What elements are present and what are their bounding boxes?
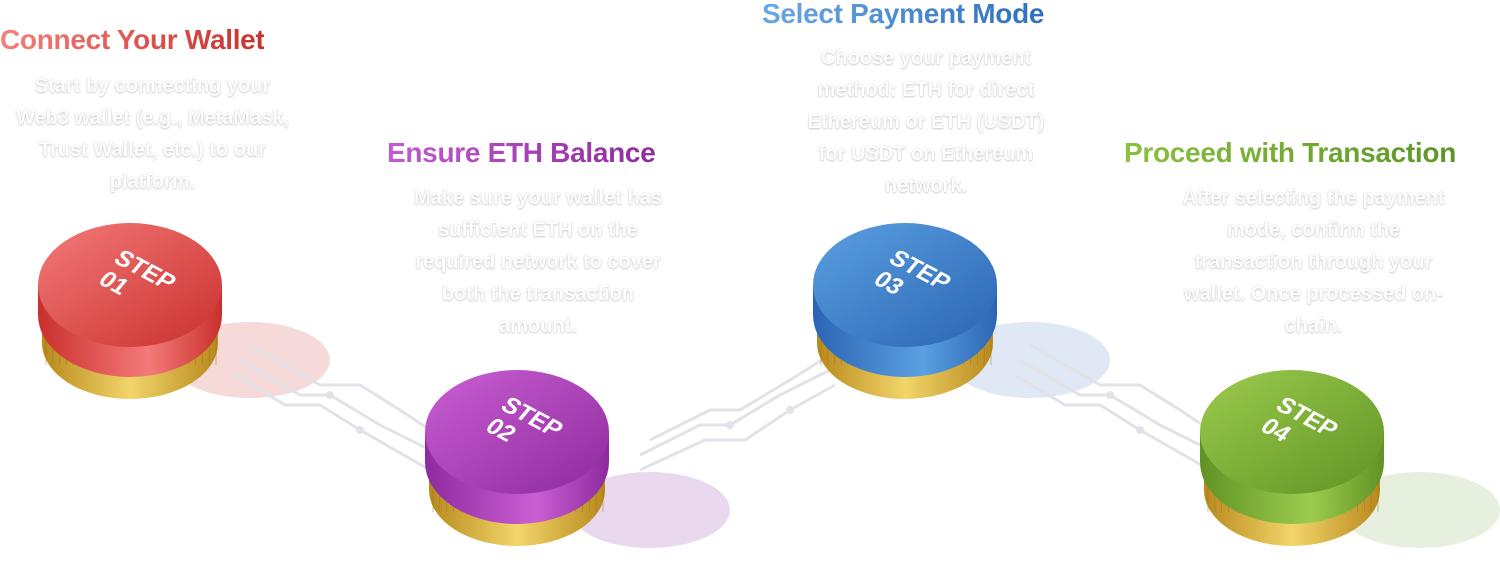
coin-shadows [170,322,1500,548]
step-02-title: Ensure ETH Balance [387,137,656,168]
coin-top-face [425,370,609,494]
circuit-nodes [326,391,1144,434]
coin-top-face [38,223,222,347]
shadow-02 [570,472,730,548]
step-03-description: Choose your payment method: ETH for dire… [807,47,1045,197]
step-01-title: Connect Your Wallet [0,24,265,55]
step-02-description: Make sure your wallet has sufficient ETH… [414,187,662,337]
coin-top-face [813,223,997,347]
coin-top-face [1200,370,1384,494]
step-01-description: Start by connecting your Web3 wallet (e.… [15,75,290,193]
step-03-title: Select Payment Mode [762,0,1045,29]
step-04-title: Proceed with Transaction [1124,137,1456,168]
step-04-description: After selecting the payment mode, confir… [1182,187,1445,337]
shadow-04 [1340,472,1500,548]
